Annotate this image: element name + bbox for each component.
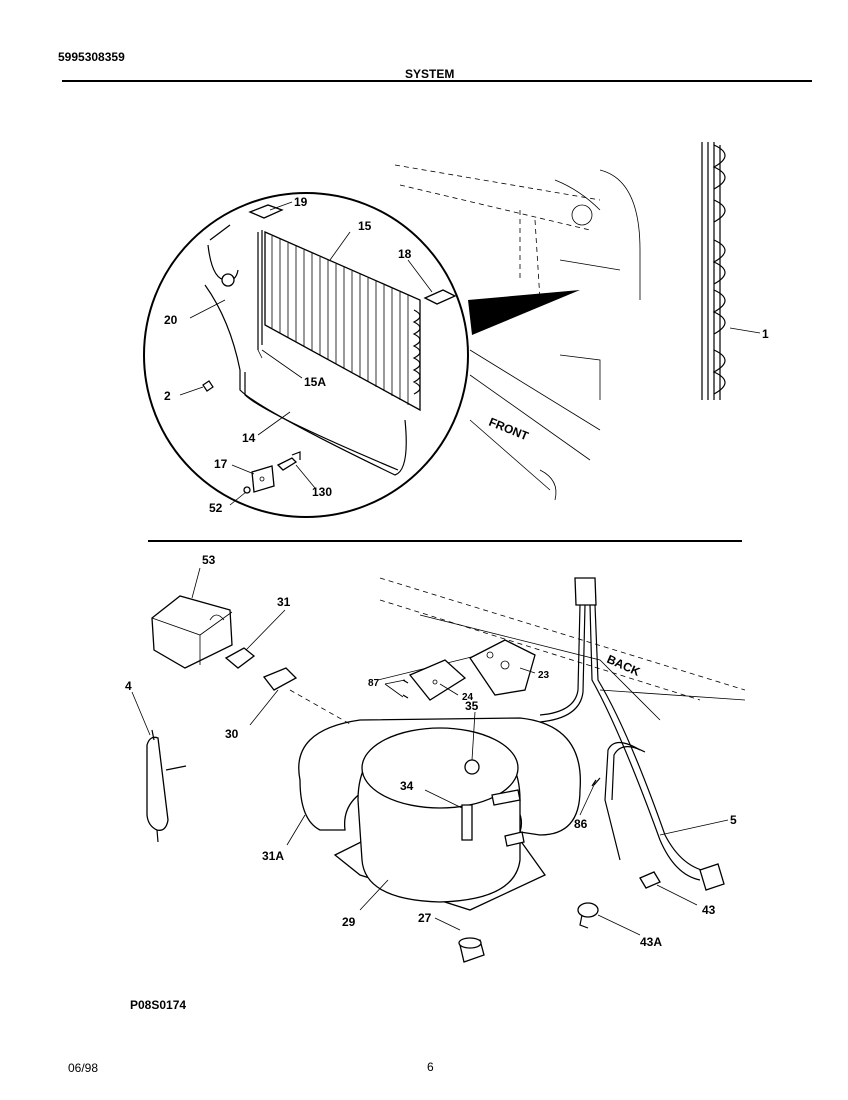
callout-31: 31 (277, 595, 291, 609)
callout-86: 86 (574, 817, 588, 831)
callout-52: 52 (209, 501, 223, 515)
callout-19: 19 (294, 195, 308, 209)
drier (146, 729, 187, 843)
callout-53: 53 (202, 553, 216, 567)
callout-29: 29 (342, 915, 356, 929)
compressor (333, 727, 546, 911)
callout-34: 34 (400, 779, 414, 793)
callout-4: 4 (125, 679, 132, 693)
callout-23: 23 (538, 670, 550, 681)
header-rule (62, 80, 812, 82)
callout-2: 2 (164, 389, 171, 403)
callout-18: 18 (398, 247, 412, 261)
section-divider (148, 540, 742, 542)
callout-20: 20 (164, 313, 178, 327)
diagram-code: P08S0174 (130, 998, 187, 1012)
callout-17: 17 (214, 457, 228, 471)
section-title: SYSTEM (405, 67, 455, 81)
upper-leaders (179, 201, 761, 506)
callout-87: 87 (368, 678, 380, 689)
lower-leaders (131, 567, 729, 936)
callout-31a: 31A (262, 849, 284, 863)
callout-14: 14 (242, 431, 256, 445)
callout-15a: 15A (304, 375, 326, 389)
front-label: FRONT (487, 415, 531, 444)
callout-15: 15 (358, 219, 372, 233)
wiring-harness (539, 577, 725, 891)
evaporator (257, 230, 421, 412)
cabinet-outline (394, 164, 641, 501)
condenser-coil (701, 142, 726, 400)
pad-18 (423, 289, 457, 305)
pad-19 (248, 204, 284, 219)
footer-date: 06/98 (68, 1061, 99, 1075)
callout-30: 30 (225, 727, 239, 741)
magnifier-circle (143, 192, 469, 518)
page-number: 6 (427, 1060, 434, 1074)
callout-43: 43 (702, 903, 716, 917)
part-number: 5995308359 (58, 50, 125, 64)
callout-1: 1 (762, 327, 769, 341)
magnifier-pointer (468, 290, 580, 335)
callout-24: 24 (462, 692, 474, 703)
callout-43a: 43A (640, 935, 662, 949)
callout-5: 5 (730, 813, 737, 827)
callout-27: 27 (418, 911, 432, 925)
callout-130: 130 (312, 485, 332, 499)
back-label: BACK (605, 652, 643, 679)
callout-35: 35 (465, 699, 479, 713)
